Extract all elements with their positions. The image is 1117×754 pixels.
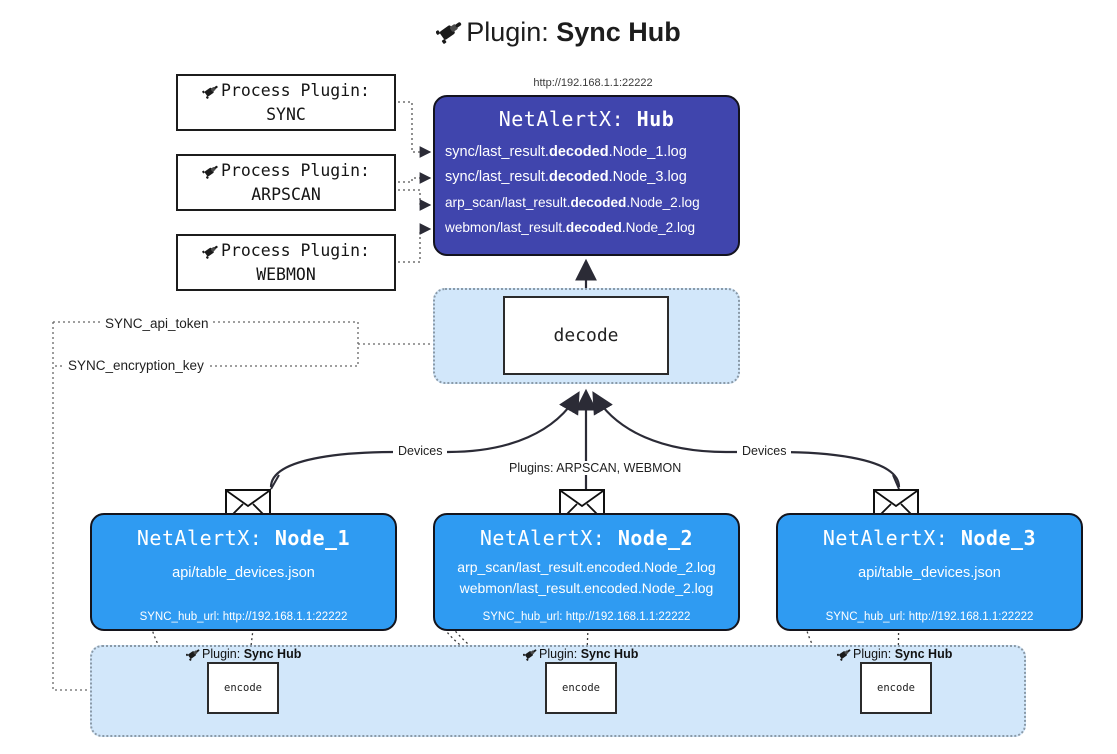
process-plugin-webmon-box[interactable]: Process Plugin: WEBMON — [176, 234, 396, 291]
envelope-tails — [270, 474, 900, 490]
plug-icon — [202, 81, 221, 100]
page-title: Plugin: Sync Hub — [0, 16, 1117, 51]
hub-entry-bold: decoded — [565, 220, 622, 235]
encoder-2-label: Plugin: Sync Hub — [522, 646, 639, 661]
node-2-box[interactable]: NetAlertX: Node_2 arp_scan/last_result.e… — [433, 513, 740, 631]
encoder-1-label: Plugin: Sync Hub — [185, 646, 302, 661]
plug-icon — [202, 241, 221, 260]
node-title-prefix: NetAlertX: — [479, 526, 618, 550]
hub-entry-pre: sync/last_result. — [445, 144, 549, 160]
plug-icon — [185, 647, 202, 661]
page-title-name: Sync Hub — [556, 17, 681, 47]
node-line: api/table_devices.json — [858, 565, 1001, 581]
plug-icon — [435, 16, 466, 51]
node-1-box[interactable]: NetAlertX: Node_1 api/table_devices.json… — [90, 513, 397, 631]
hub-entry-post: .Node_1.log — [608, 144, 687, 160]
node-title: NetAlertX: Node_1 — [92, 526, 395, 550]
hub-entry-post: .Node_3.log — [608, 169, 687, 185]
hub-title-name: Hub — [636, 107, 675, 131]
decode-box[interactable]: decode — [503, 296, 669, 375]
node-to-decode-edges — [269, 388, 901, 490]
node-3-box[interactable]: NetAlertX: Node_3 api/table_devices.json… — [776, 513, 1083, 631]
encoder-label-prefix: Plugin: — [202, 647, 244, 661]
hub-node[interactable]: NetAlertX: Hub sync/last_result.decoded.… — [433, 95, 740, 256]
process-plugin-name: WEBMON — [256, 264, 316, 284]
plugins-label-center: Plugins: ARPSCAN, WEBMON — [504, 461, 687, 475]
node-title-prefix: NetAlertX: — [822, 526, 961, 550]
hub-entry-bold: decoded — [570, 195, 627, 210]
node-footer: SYNC_hub_url: http://192.168.1.1:22222 — [139, 611, 348, 623]
process-plugin-name: SYNC — [266, 104, 306, 124]
process-plugin-name: ARPSCAN — [251, 184, 321, 204]
encoder-label-name: Sync Hub — [580, 647, 639, 661]
plugin-to-hub-edges — [398, 101, 432, 263]
sync-api-token-label: SYNC_api_token — [101, 316, 213, 331]
encode-box-1[interactable]: encode — [207, 662, 279, 714]
process-plugin-label: Process Plugin: — [220, 241, 370, 261]
node-title: NetAlertX: Node_2 — [435, 526, 738, 550]
devices-label-left: Devices — [393, 444, 448, 458]
node-title-name: Node_3 — [960, 526, 1037, 550]
node-footer: SYNC_hub_url: http://192.168.1.1:22222 — [825, 611, 1034, 623]
hub-title-prefix: NetAlertX: — [498, 107, 637, 131]
hub-entry-pre: webmon/last_result. — [445, 220, 566, 235]
hub-entry-post: .Node_2.log — [626, 195, 700, 210]
hub-entry-bold: decoded — [548, 169, 609, 185]
encoder-label-name: Sync Hub — [243, 647, 302, 661]
encode-box-3[interactable]: encode — [860, 662, 932, 714]
encoder-3-label: Plugin: Sync Hub — [836, 646, 953, 661]
node-line: api/table_devices.json — [172, 565, 315, 581]
node-line: arp_scan/last_result.encoded.Node_2.log — [457, 559, 716, 575]
hub-entry-post: .Node_2.log — [621, 220, 696, 235]
hub-entry-1: sync/last_result.decoded.Node_1.log — [435, 140, 738, 165]
encoder-label-prefix: Plugin: — [539, 647, 581, 661]
node-footer: SYNC_hub_url: http://192.168.1.1:22222 — [482, 611, 691, 623]
node-title: NetAlertX: Node_3 — [778, 526, 1081, 550]
plug-icon — [522, 647, 539, 661]
devices-label-right: Devices — [737, 444, 792, 458]
plug-icon — [836, 647, 853, 661]
process-plugin-label: Process Plugin: — [220, 161, 370, 181]
hub-entry-2: sync/last_result.decoded.Node_3.log — [435, 165, 738, 190]
sync-encryption-key-label: SYNC_encryption_key — [64, 358, 208, 373]
node-title-prefix: NetAlertX: — [136, 526, 275, 550]
hub-entry-bold: decoded — [548, 144, 609, 160]
hub-entry-4: webmon/last_result.decoded.Node_2.log — [435, 215, 738, 240]
key-routing-edges — [52, 321, 502, 696]
encode-box-2[interactable]: encode — [545, 662, 617, 714]
node-line: webmon/last_result.encoded.Node_2.log — [459, 580, 714, 596]
process-plugin-arpscan-box[interactable]: Process Plugin: ARPSCAN — [176, 154, 396, 211]
hub-url-label: http://192.168.1.1:22222 — [533, 77, 653, 89]
process-plugin-sync-box[interactable]: Process Plugin: SYNC — [176, 74, 396, 131]
hub-entry-3: arp_scan/last_result.decoded.Node_2.log — [435, 190, 738, 215]
hub-entry-pre: arp_scan/last_result. — [445, 195, 571, 210]
hub-title: NetAlertX: Hub — [435, 107, 738, 131]
encoder-label-prefix: Plugin: — [853, 647, 895, 661]
process-plugin-label: Process Plugin: — [220, 81, 370, 101]
hub-entry-pre: sync/last_result. — [445, 169, 549, 185]
node-title-name: Node_1 — [274, 526, 351, 550]
encoder-label-name: Sync Hub — [894, 647, 953, 661]
plug-icon — [202, 161, 221, 180]
node-title-name: Node_2 — [617, 526, 694, 550]
page-title-prefix: Plugin: — [466, 17, 557, 47]
